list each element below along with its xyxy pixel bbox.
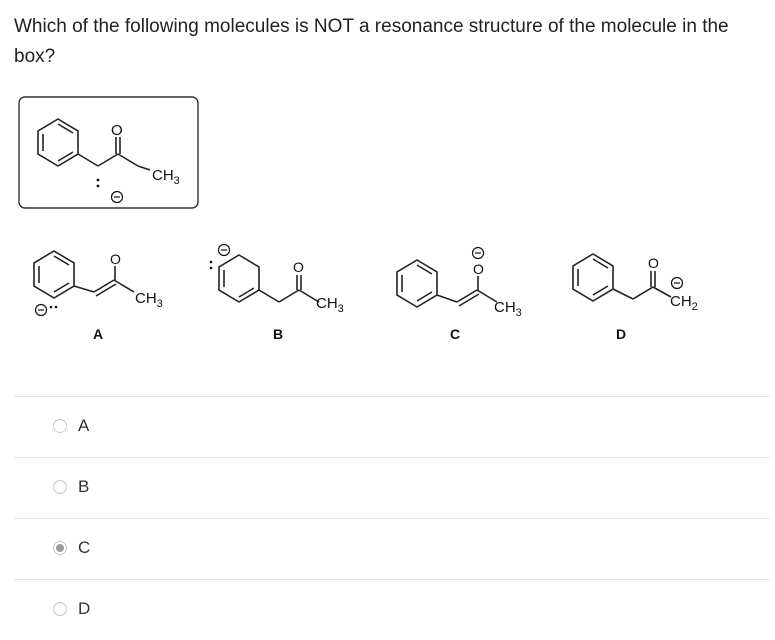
choice-b-oxygen: O — [293, 259, 304, 275]
option-d-label[interactable]: D — [78, 599, 91, 618]
choice-b-methyl: CH3 — [316, 295, 344, 315]
option-b-radio[interactable] — [53, 480, 67, 494]
choice-a-molecule: O CH3 A — [33, 250, 163, 342]
choice-c-oxygen: O — [473, 261, 484, 277]
choice-c-methyl: CH3 — [494, 299, 522, 319]
option-c-radio[interactable] — [53, 541, 67, 555]
benzene-ring — [37, 118, 79, 167]
choice-b-label: B — [273, 326, 283, 342]
choice-d-oxygen: O — [648, 255, 659, 271]
choice-d-negative-charge-icon — [670, 276, 684, 290]
molecule-box — [18, 96, 199, 209]
option-a-label[interactable]: A — [78, 416, 90, 435]
option-b-label[interactable]: B — [78, 477, 90, 496]
option-d[interactable]: D — [14, 579, 770, 640]
negative-charge-icon — [110, 190, 124, 204]
question-text: Which of the following molecules is NOT … — [14, 16, 729, 67]
carbonyl-oxygen: O — [111, 122, 123, 139]
boxed-molecule: O CH3 — [18, 96, 199, 209]
choice-a-oxygen: O — [110, 251, 121, 267]
lone-pair-dots — [96, 178, 100, 188]
option-a-radio[interactable] — [53, 419, 67, 433]
choice-c-molecule: O CH3 C — [396, 246, 522, 342]
choice-c-negative-charge-icon — [471, 246, 485, 260]
choice-a-negative-charge-icon — [34, 303, 48, 317]
choice-c-label: C — [450, 326, 460, 342]
choice-d-methylene: CH2 — [670, 293, 698, 313]
choice-d-label: D — [616, 326, 626, 342]
choice-b-molecule: O CH3 B — [209, 243, 344, 342]
choice-a-methyl: CH3 — [135, 290, 163, 310]
option-c[interactable]: C — [14, 518, 770, 579]
option-b[interactable]: B — [14, 457, 770, 518]
methyl-group: CH3 — [152, 167, 180, 187]
molecule-figure: O CH3 O CH3 A — [18, 96, 698, 342]
option-d-radio[interactable] — [53, 602, 67, 616]
answer-options: A B C D — [14, 396, 770, 640]
choice-a-label: A — [93, 326, 103, 342]
choice-b-negative-charge-icon — [217, 243, 231, 257]
side-chain — [77, 137, 151, 171]
option-a[interactable]: A — [14, 396, 770, 457]
choice-d-molecule: O CH2 D — [572, 253, 698, 342]
option-c-label[interactable]: C — [78, 538, 91, 557]
